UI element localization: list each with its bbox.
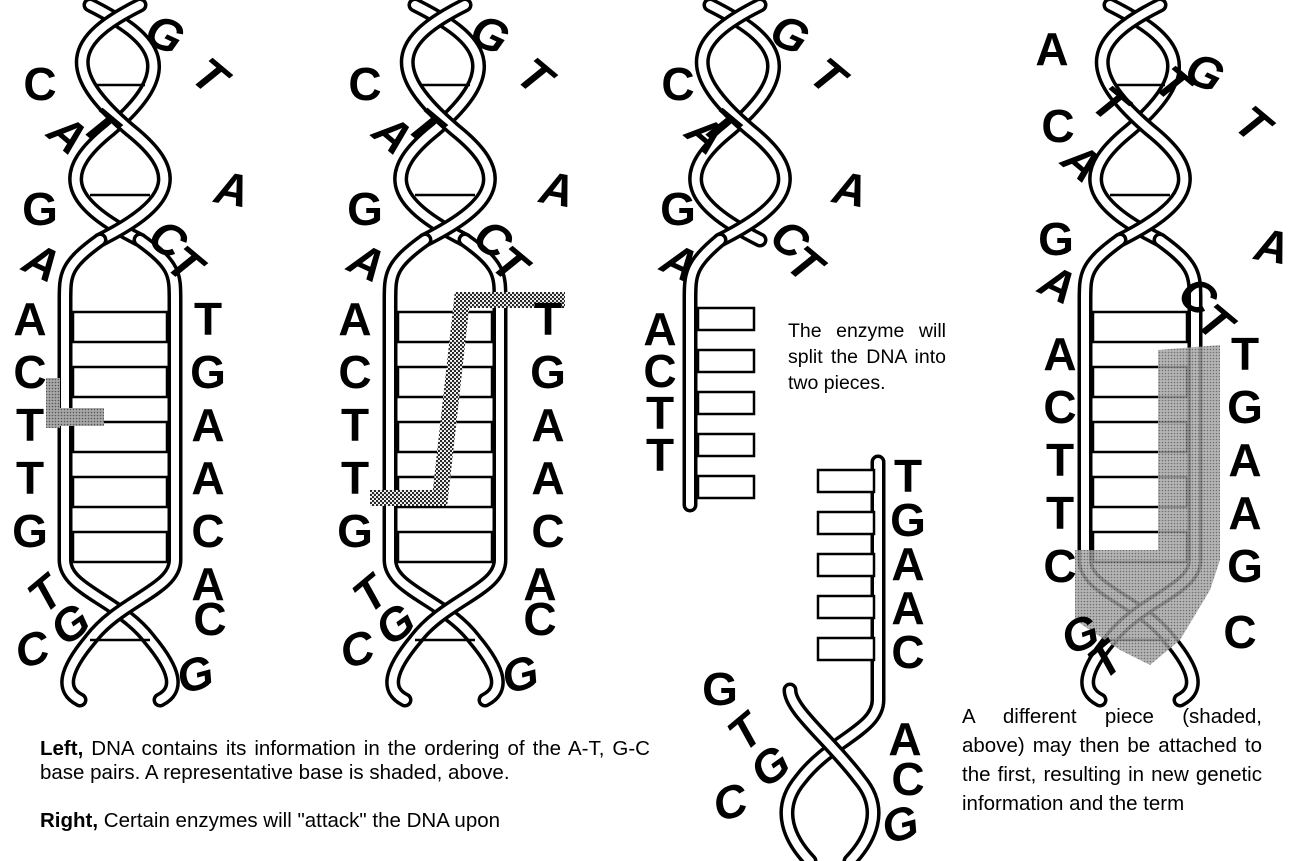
p2-top-left-0: C — [348, 58, 381, 110]
p4-left-base-0: A — [1043, 328, 1076, 380]
p4-top-right-1: G — [1178, 41, 1232, 103]
broken-rung — [818, 596, 874, 618]
p4-right-base-3: A — [1228, 487, 1261, 539]
p1-top-right-1: T — [183, 47, 241, 107]
p3b-right-base-4: C — [891, 626, 924, 678]
broken-rung — [698, 350, 754, 372]
p1-left-base-1: C — [13, 346, 46, 398]
p2-right-base-2: A — [531, 399, 564, 451]
p2-right-base-3: A — [531, 452, 564, 504]
right-caption-text: Certain enzymes will "attack" the DNA up… — [104, 809, 500, 832]
broken-rung — [818, 512, 874, 534]
p1-right-base-2: A — [191, 399, 224, 451]
p4-left-base-1: C — [1043, 381, 1076, 433]
p1-right-base-0: T — [194, 293, 222, 345]
p4-top-left-0: A — [1035, 23, 1068, 75]
p1-top-left-0: C — [23, 58, 56, 110]
base-pair-rung — [73, 312, 167, 342]
p3t-left-base-3: T — [646, 429, 674, 481]
base-pair-rung — [398, 532, 492, 562]
broken-rung — [698, 308, 754, 330]
p2-bottom-right-2: G — [496, 644, 544, 703]
p1-bottom-right-1: C — [193, 593, 226, 645]
broken-rung — [698, 476, 754, 498]
p2-right-base-0: T — [534, 293, 562, 345]
left-caption-text: DNA contains its information in the orde… — [40, 737, 650, 784]
p4-top-left-1: C — [1041, 100, 1074, 152]
p2-left-base-1: C — [338, 346, 371, 398]
left-caption-lead: Left, — [40, 737, 83, 760]
p4-right-base-0: T — [1231, 328, 1259, 380]
p4-left-base-4: C — [1043, 540, 1076, 592]
p2-top-right-1: T — [508, 47, 566, 107]
p1-bottom-left-2: C — [9, 619, 55, 678]
p3t-top-left-3: A — [653, 231, 706, 293]
p4-bottom-right-0: C — [1223, 606, 1256, 658]
p1-top-right-2: A — [210, 160, 253, 217]
p1-right-base-1: G — [190, 346, 226, 398]
p2-left-base-0: A — [338, 293, 371, 345]
shaded-base — [46, 378, 60, 428]
split-caption: The enzyme will split the DNA into two p… — [788, 318, 946, 396]
p4-top-right-2: T — [1226, 95, 1284, 155]
p2-right-base-4: C — [531, 505, 564, 557]
p4-right-base-1: G — [1227, 381, 1263, 433]
right-caption-lead: Right, — [40, 809, 98, 832]
p2-top-right-2: A — [535, 160, 578, 217]
p1-left-base-2: T — [16, 399, 44, 451]
shaded-base-rung — [60, 408, 104, 426]
p1-bottom-right-2: G — [171, 644, 219, 703]
p2-left-base-2: T — [341, 399, 369, 451]
broken-rung — [698, 392, 754, 414]
p3b-bottom-left-3: C — [707, 772, 753, 831]
p3t-top-left-2: G — [660, 183, 696, 235]
base-pair-rung — [73, 422, 167, 452]
left-caption: Left, DNA contains its information in th… — [40, 737, 650, 785]
different-piece-caption: A different piece (shaded, above) may th… — [962, 702, 1262, 818]
p1-left-base-3: T — [16, 452, 44, 504]
p4-top-right-3: A — [1250, 217, 1293, 274]
p1-right-base-3: A — [191, 452, 224, 504]
base-pair-rung — [398, 312, 492, 342]
base-pair-rung — [73, 532, 167, 562]
p4-left-base-3: T — [1046, 487, 1074, 539]
p1-left-base-0: A — [13, 293, 46, 345]
p3t-top-right-1: T — [801, 47, 859, 107]
p1-right-base-4: C — [191, 505, 224, 557]
broken-rung — [818, 470, 874, 492]
p3t-top-left-0: C — [661, 58, 694, 110]
p2-left-base-4: G — [337, 505, 373, 557]
base-pair-rung — [73, 367, 167, 397]
p4-right-base-2: A — [1228, 434, 1261, 486]
p4-left-base-2: T — [1046, 434, 1074, 486]
p3b-bottom-left-0: G — [702, 663, 738, 715]
p2-bottom-right-1: C — [523, 593, 556, 645]
p2-top-left-2: G — [347, 183, 383, 235]
right-caption: Right, Certain enzymes will "attack" the… — [40, 809, 650, 833]
p2-left-base-3: T — [341, 452, 369, 504]
p1-top-left-2: G — [22, 183, 58, 235]
broken-rung — [818, 554, 874, 576]
broken-rung — [698, 434, 754, 456]
helix-3-bottom — [787, 462, 878, 861]
p2-bottom-left-2: C — [334, 619, 380, 678]
p1-left-base-4: G — [12, 505, 48, 557]
p4-right-base-4: G — [1227, 540, 1263, 592]
p3t-top-right-2: A — [828, 160, 871, 217]
p2-right-base-1: G — [530, 346, 566, 398]
base-pair-rung — [73, 477, 167, 507]
broken-rung — [818, 638, 874, 660]
base-pair-rung — [1093, 312, 1187, 342]
